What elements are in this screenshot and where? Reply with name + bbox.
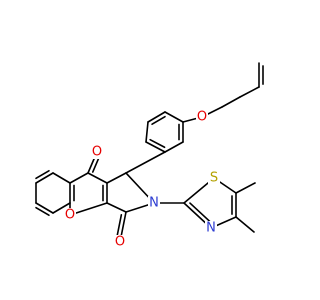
- bond: [69, 172, 89, 184]
- atom-o-lactam: O: [114, 235, 126, 250]
- atom-o-ketone: O: [91, 145, 103, 160]
- atom-n-thiazole-label: N: [206, 221, 216, 236]
- bond: [69, 202, 108, 216]
- bond: [35, 169, 50, 180]
- atom-n-lactam: N: [148, 196, 160, 211]
- bond: [35, 206, 50, 217]
- bond: [52, 172, 71, 184]
- bond: [149, 138, 166, 149]
- bond: [106, 202, 127, 213]
- molecule-structure-diagram: O O O O N N S: [35, 62, 264, 250]
- bond: [164, 111, 184, 123]
- atom-s-thiazole: S: [208, 171, 220, 186]
- bond: [145, 121, 149, 143]
- atom-o-ring: O: [64, 208, 76, 223]
- atom-o-ether-label: O: [197, 110, 207, 125]
- bond: [35, 172, 54, 184]
- atom-o-lactam-label: O: [115, 235, 125, 250]
- bond: [164, 141, 184, 153]
- atom-o-ether: O: [196, 110, 208, 125]
- atom-n-lactam-label: N: [149, 196, 159, 211]
- bond: [147, 111, 166, 123]
- bond: [106, 172, 127, 184]
- bond: [52, 202, 71, 214]
- atom-o-ring-label: O: [65, 208, 75, 223]
- bond: [221, 96, 241, 108]
- bond: [239, 86, 260, 98]
- atom-s-thiazole-label: S: [210, 171, 218, 186]
- atom-label-layer: O O O O N N S: [64, 110, 220, 250]
- atom-o-ketone-label: O: [92, 145, 102, 160]
- bond: [189, 202, 212, 223]
- atom-n-thiazole: N: [205, 221, 217, 236]
- bond: [87, 172, 108, 184]
- bond: [235, 216, 255, 233]
- bond: [235, 182, 256, 194]
- bond: [151, 115, 166, 126]
- bond: [115, 214, 123, 239]
- bond: [35, 202, 54, 214]
- bond: [145, 141, 166, 153]
- bond: [125, 151, 166, 174]
